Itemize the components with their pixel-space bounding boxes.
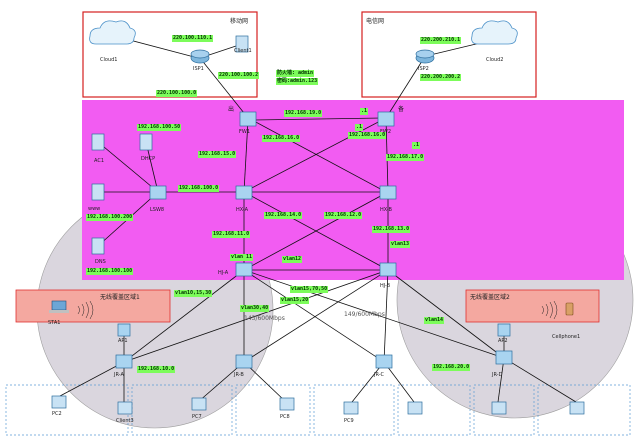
label-hxa: HX-A [236, 207, 249, 213]
label-dhcp: DHCP [141, 156, 156, 162]
vlan-15-70-50: vlan15,70,50 [290, 286, 329, 293]
ip-fw1-cross: 192.168.16.0 [262, 135, 301, 142]
wlan-zone-right [465, 289, 600, 323]
cloud-icon [89, 20, 518, 45]
ip-fw2-dot2: .1 [412, 142, 421, 149]
ip-fw1-wan: 220.100.100.0 [156, 90, 198, 97]
vlan-13: vlan13 [390, 241, 411, 248]
ip-isp1-up: 220.100.110.1 [172, 35, 214, 42]
ip-isp1-down: 220.100.100.2 [218, 72, 260, 79]
bandwidth-left: 143/600Mbps [244, 315, 285, 322]
label-jrd: JR-D [492, 372, 503, 378]
label-pc2: PC2 [52, 411, 62, 417]
ip-jra-net: 192.168.10.0 [137, 366, 176, 373]
port-mark-fw2: 备 [398, 106, 405, 113]
label-hja: HJ-A [218, 270, 229, 276]
links [59, 37, 577, 403]
isp-telecom-title: 电信网 [366, 18, 385, 25]
label-cellphone: Cellphone1 [552, 334, 581, 340]
label-jra: JR-A [114, 372, 124, 378]
vlan-11: vlan 11 [230, 254, 254, 261]
isp-mobile-title: 移动网 [230, 18, 249, 25]
vlan-30-40: vlan30,40 [240, 305, 270, 312]
vlan-14: vlan14 [424, 317, 445, 324]
label-isp2: ISP2 [418, 66, 429, 72]
label-isp1: ISP1 [193, 66, 204, 72]
label-cloud1: Cloud1 [100, 57, 118, 63]
login-user-note: 防火墙: admin [276, 70, 315, 77]
ip-isp2-up: 220.200.210.1 [420, 37, 462, 44]
laptop-icon [49, 300, 69, 313]
label-pc8: PC8 [280, 414, 290, 420]
vlan-10-15-30: vlan10,15,30 [174, 290, 213, 297]
firewall-icon [239, 111, 395, 127]
ip-fw2-down: 192.168.17.0 [386, 154, 425, 161]
wlan-left-title: 无线覆盖区域1 [100, 294, 140, 301]
label-fw1: FW1 [239, 129, 251, 135]
label-client3: Client3 [116, 418, 134, 424]
ip-fw2-dot: .1 [355, 124, 364, 131]
server-icon [91, 35, 249, 255]
ip-fw2-cross: 192.168.16.0 [348, 132, 387, 139]
label-jrb: JR-B [234, 372, 244, 378]
access-boxes [5, 384, 631, 436]
ip-hx-cross2: 192.168.12.0 [324, 212, 363, 219]
access-point-icon [117, 323, 511, 337]
ip-dns: 192.168.100.100 [86, 268, 134, 275]
label-pc9: PC9 [344, 418, 354, 424]
ip-lsw-hx: 192.168.100.0 [178, 185, 220, 192]
label-www: www [88, 206, 101, 212]
label-hxb: HX-B [380, 207, 392, 213]
label-sta1: STA1 [48, 320, 61, 326]
wlan-right-title: 无线覆盖区域2 [470, 294, 510, 301]
vlan-12: vlan12 [282, 256, 303, 263]
label-ap1: AP1 [118, 338, 128, 344]
label-hjb: HJ-B [380, 283, 391, 289]
switch-icon [115, 185, 513, 369]
wireless-signal-icon [77, 300, 558, 320]
ip-isp2-down: 220.200.200.2 [420, 74, 462, 81]
login-pass-note: 密码:admin.123 [276, 78, 319, 85]
label-client1: Client1 [234, 48, 252, 54]
port-mark-fw1: 出 [228, 106, 235, 113]
label-ap2: AP2 [498, 338, 508, 344]
ip-www: 192.168.100.200 [86, 214, 134, 221]
cellphone-icon [565, 302, 574, 316]
label-lsw: LSW8 [150, 207, 165, 213]
ip-hx-cross1: 192.168.14.0 [264, 212, 303, 219]
ip-jrd-net: 192.168.20.0 [432, 364, 471, 371]
ip-hxa-hja: 192.168.11.0 [212, 231, 251, 238]
label-pc7: PC7 [192, 414, 202, 420]
ip-dhcp: 192.168.100.50 [137, 124, 182, 131]
label-dns: DNS [95, 259, 106, 265]
ip-fw1-down: 192.168.15.0 [198, 151, 237, 158]
bandwidth-right: 149/600Mbps [344, 311, 385, 318]
ip-fw1-dot: .1 [360, 108, 369, 115]
pc-icon [51, 395, 585, 415]
label-cloud2: Cloud2 [486, 57, 504, 63]
label-jrc: JR-C [374, 372, 385, 378]
ip-fw-link: 192.168.19.0 [284, 110, 323, 117]
vlan-15-20: vlan15,20 [280, 297, 310, 304]
wlan-zone-left [15, 289, 171, 323]
ip-hxb-hjb: 192.168.13.0 [372, 226, 411, 233]
router-icon [190, 49, 435, 64]
label-ac1: AC1 [94, 158, 105, 164]
